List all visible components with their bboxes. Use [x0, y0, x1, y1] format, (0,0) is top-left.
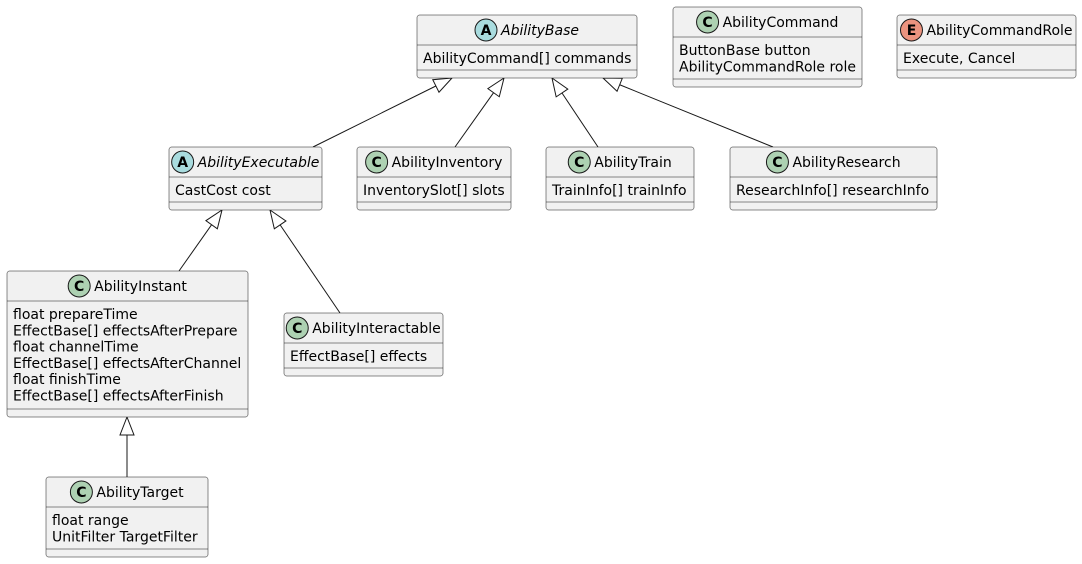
class-badge-icon: C — [567, 150, 591, 174]
class-attribute: float range — [52, 513, 129, 529]
class-name: AbilityTrain — [594, 155, 672, 171]
class-attribute: EffectBase[] effectsAfterChannel — [13, 356, 241, 372]
svg-text:E: E — [907, 23, 917, 39]
class-box-frame — [356, 146, 512, 211]
inheritance-arrow-icon — [551, 76, 569, 98]
svg-text:C: C — [371, 155, 381, 171]
class-attribute: float channelTime — [13, 340, 139, 356]
svg-text:C: C — [76, 485, 86, 501]
generalization-edge — [601, 77, 774, 148]
inheritance-arrow-icon — [119, 415, 135, 436]
svg-text:C: C — [74, 279, 84, 295]
abstract-badge-icon: A — [474, 18, 498, 42]
class-attribute: ButtonBase button — [679, 43, 811, 59]
class-name: AbilityCommandRole — [926, 23, 1072, 39]
abstract-badge-icon: A — [171, 150, 195, 174]
class-name: AbilityCommand — [723, 15, 839, 31]
class-badge-icon: C — [285, 316, 309, 340]
class-name: AbilityInteractable — [312, 321, 441, 337]
class-name: AbilityBase — [500, 23, 579, 39]
class-box-frame — [283, 312, 444, 377]
generalization-edge — [551, 76, 599, 148]
generalization-edge — [454, 76, 505, 148]
generalization-edge — [312, 77, 454, 148]
svg-text:C: C — [772, 155, 782, 171]
class-name: AbilityExecutable — [197, 155, 320, 171]
class-attribute: ResearchInfo[] researchInfo — [736, 183, 929, 199]
svg-text:C: C — [292, 321, 302, 337]
class-name: AbilityTarget — [96, 485, 184, 501]
class-name: AbilityInstant — [94, 279, 187, 295]
class-box-frame — [672, 6, 863, 88]
class-attribute: CastCost cost — [175, 183, 271, 199]
generalization-edge — [178, 208, 223, 272]
enum-badge-icon: E — [899, 18, 923, 42]
inheritance-arrow-icon — [269, 208, 287, 230]
inheritance-arrow-icon — [601, 77, 624, 93]
class-attribute: float finishTime — [13, 372, 121, 388]
class-badge-icon: C — [365, 150, 389, 174]
class-attribute: EffectBase[] effects — [290, 349, 427, 365]
svg-text:C: C — [702, 15, 712, 31]
svg-text:C: C — [574, 155, 584, 171]
class-name: AbilityInventory — [392, 155, 503, 171]
class-box-frame — [416, 14, 638, 79]
generalization-edge — [269, 208, 341, 314]
class-badge-icon: C — [696, 10, 720, 34]
class-badge-icon: C — [69, 480, 93, 504]
class-badge-icon: C — [765, 150, 789, 174]
edges-layer — [119, 76, 774, 477]
svg-text:A: A — [481, 23, 492, 39]
class-box-frame — [6, 270, 249, 418]
inheritance-arrow-icon — [431, 77, 454, 94]
class-badge-icon: C — [67, 274, 91, 298]
class-box-frame — [168, 146, 323, 211]
class-attribute: AbilityCommandRole role — [679, 59, 856, 75]
class-name: AbilityResearch — [792, 155, 900, 171]
class-attribute: TrainInfo[] trainInfo — [551, 183, 687, 199]
class-box-frame — [896, 14, 1077, 79]
class-attribute: EffectBase[] effectsAfterPrepare — [13, 323, 238, 339]
class-attribute: AbilityCommand[] commands — [423, 51, 631, 67]
inheritance-arrow-icon — [486, 76, 505, 98]
class-attribute: Execute, Cancel — [903, 51, 1015, 67]
class-attribute: InventorySlot[] slots — [363, 183, 505, 199]
class-attribute: UnitFilter TargetFilter — [52, 529, 198, 545]
class-attribute: float prepareTime — [13, 307, 138, 323]
inheritance-arrow-icon — [205, 208, 223, 230]
generalization-edge — [119, 415, 135, 477]
class-attribute: EffectBase[] effectsAfterFinish — [13, 389, 224, 405]
svg-text:A: A — [177, 155, 188, 171]
